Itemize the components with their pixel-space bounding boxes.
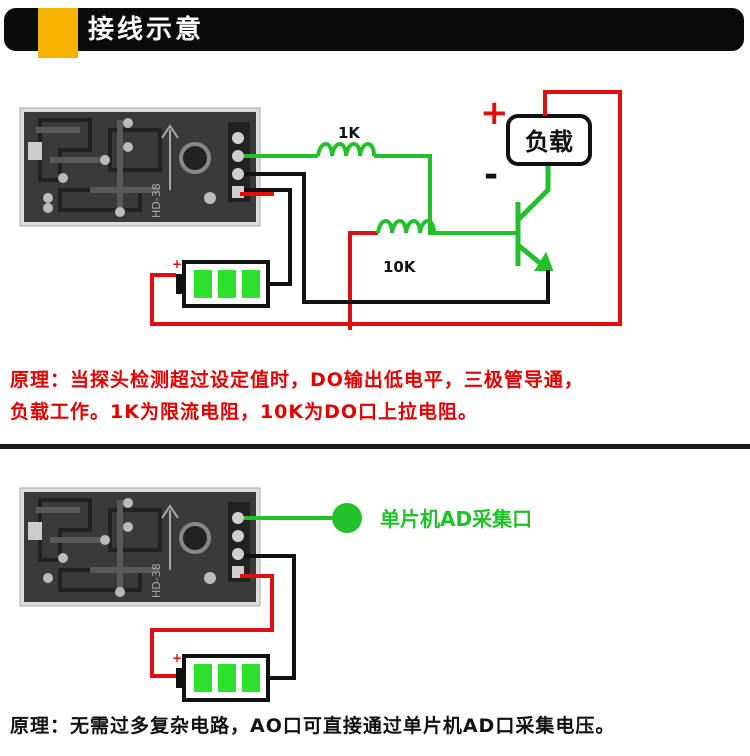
section-divider	[0, 444, 750, 449]
module-label: HD-38	[150, 183, 163, 218]
load-label: 负载	[525, 128, 573, 156]
mcu-port-dot	[332, 503, 362, 533]
battery-2: +	[172, 651, 270, 702]
minus-sign: -	[484, 155, 498, 195]
plus-sign: +	[480, 93, 509, 133]
sensor-module: HD-38	[19, 107, 261, 227]
header-accent	[38, 8, 78, 58]
supply-wire	[150, 90, 622, 326]
diagram-transistor-circuit: HD-38 1K 10K 负载 + -	[19, 90, 622, 330]
ground-wire-2	[244, 554, 296, 680]
battery: +	[172, 257, 270, 308]
header-bar	[4, 8, 744, 51]
mcu-port-label: 单片机AD采集口	[380, 507, 532, 531]
transistor-symbol	[515, 160, 554, 271]
sensor-module-2: HD-38	[19, 487, 261, 607]
diagram-mcu-connection: HD-38 单片机AD采集口 +	[19, 487, 532, 702]
signal-wire	[244, 142, 518, 235]
battery-plus-label: +	[172, 257, 182, 271]
description-line-1: 原理：当探头检测超过设定值时，DO输出低电平，三极管导通，	[10, 369, 584, 391]
battery-plus-label-2: +	[172, 651, 182, 665]
load-box: 负载	[506, 114, 592, 166]
description-line-2: 负载工作。1K为限流电阻，10K为DO口上拉电阻。	[10, 401, 479, 423]
pullup-wire	[348, 219, 440, 330]
page-title: 接线示意	[88, 15, 205, 45]
vcc-wire-2	[150, 574, 274, 678]
module-label-2: HD-38	[150, 563, 163, 598]
resistor-1k-label: 1K	[338, 124, 361, 142]
resistor-10k-label: 10K	[383, 258, 417, 276]
ground-wire	[244, 172, 550, 304]
description-2: 原理：无需过多复杂电路，AO口可直接通过单片机AD口采集电压。	[10, 715, 616, 737]
